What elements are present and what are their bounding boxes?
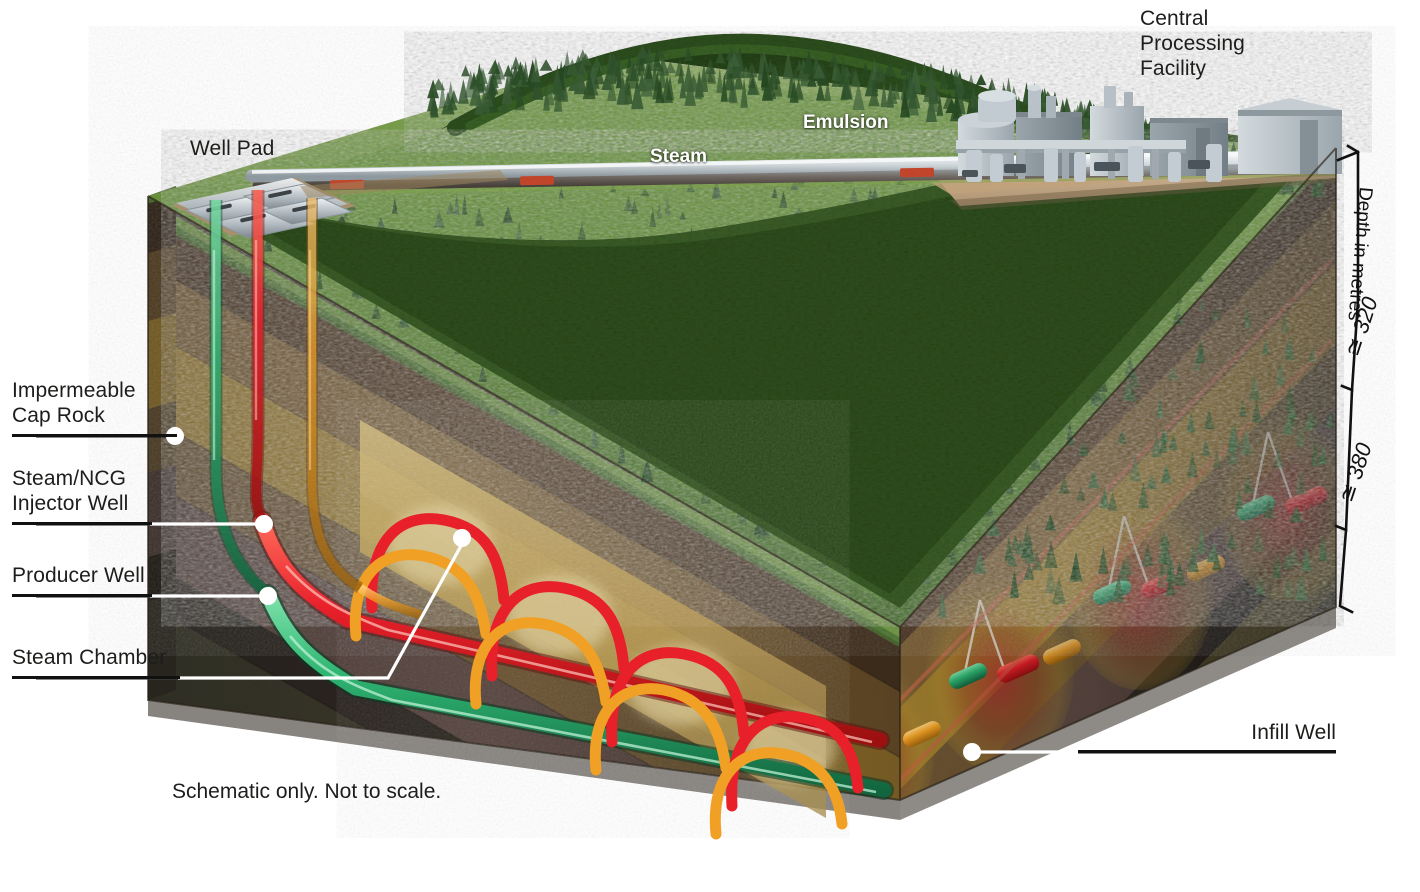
label-well-pad: Well Pad [190, 137, 275, 160]
label-steam-chamber: Steam Chamber [12, 646, 167, 669]
rule-steam-chamber [12, 676, 180, 679]
footnote-schematic-only: Schematic only. Not to scale. [172, 780, 442, 803]
rule-infill-well [1078, 750, 1336, 753]
left-cut-face [148, 186, 176, 700]
rule-injector-well [12, 522, 152, 525]
label-steam-ncg-injector-well: Steam/NCG Injector Well [12, 467, 129, 515]
label-producer-well: Producer Well [12, 564, 145, 587]
forest-front [205, 148, 1300, 608]
central-processing-facility [950, 85, 1342, 210]
rule-cap-rock [12, 434, 177, 437]
label-emulsion: Emulsion [803, 112, 889, 133]
label-infill-well: Infill Well [1251, 721, 1336, 744]
steam-arch-loops [349, 513, 864, 840]
top-surface [148, 33, 1343, 627]
label-impermeable-cap-rock: Impermeable Cap Rock [12, 379, 136, 427]
rule-producer-well [12, 594, 152, 597]
depth-bracket [1334, 144, 1360, 614]
label-central-processing-facility: Central Processing Facility [1140, 7, 1245, 80]
label-steam: Steam [650, 146, 708, 167]
